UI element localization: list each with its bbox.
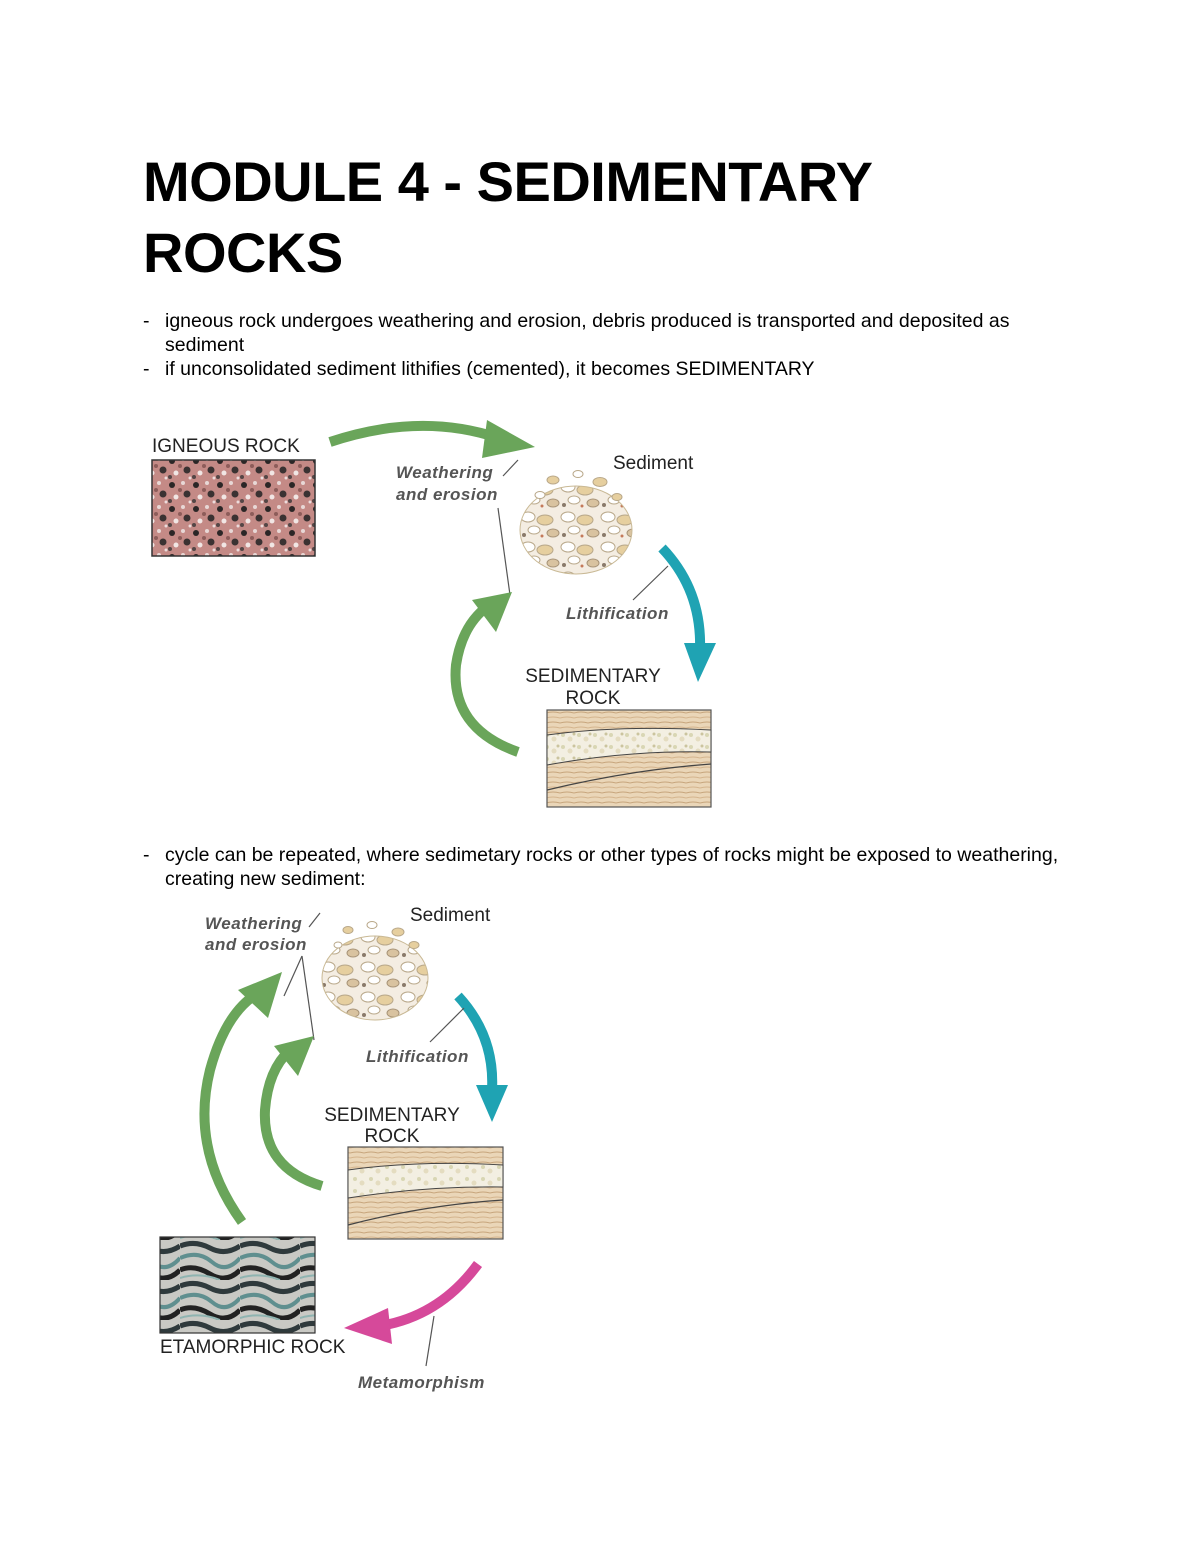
erosion-label: and erosion [396,485,498,504]
sediment-label: Sediment [410,905,491,926]
metamorphic-rock-label: ETAMORPHIC ROCK [160,1337,346,1358]
page-title: MODULE 4 - SEDIMENTARY ROCKS [143,150,872,284]
bullet-text: igneous rock undergoes weathering and er… [165,310,1010,356]
leader-line [308,912,321,928]
bullet-text: cycle can be repeated, where sedimetary … [165,844,1059,890]
sediment-pile [519,485,633,575]
sedimentary-rock-image [347,1146,504,1240]
weathering-label: Weathering [396,463,493,482]
metamorphism-label: Metamorphism [358,1373,485,1392]
lithification-label: Lithification [366,1047,469,1066]
weathering-arrow-inner [259,1046,324,1191]
weathering-arrow-top [328,421,500,447]
list-item: -cycle can be repeated, where sedimetary… [143,843,1083,891]
rock-cycle-figure-1: IGNEOUS ROCK Weathering and erosion Sedi… [151,420,716,808]
lithification-arrowhead [476,1085,508,1122]
list-item: -if unconsolidated sediment lithifies (c… [143,357,1083,381]
metamorphic-rock-image [159,1236,316,1334]
metamorphism-arrowhead [344,1308,392,1344]
leader-line [632,565,669,601]
bullet-marker: - [143,310,150,332]
leader-line [425,1315,435,1367]
sedimentary-rock-label: SEDIMENTARY [525,666,661,687]
metamorphism-arrow [379,1261,483,1331]
weathering-arrow-return [450,601,520,757]
sediment-pebbles [534,470,623,501]
weathering-arrow-outer [199,990,258,1225]
leader-line [301,955,315,1041]
bullet-marker: - [143,844,150,866]
lithification-arrowhead [684,643,716,682]
leader-line [502,459,519,477]
weathering-arrowhead-outer [238,972,282,1018]
leader-line [497,507,511,596]
erosion-label: and erosion [205,935,307,954]
lithification-arrow [658,544,706,651]
sedimentary-rock-label: SEDIMENTARY [324,1105,460,1126]
bullet-list-1: -igneous rock undergoes weathering and e… [143,309,1083,381]
bullet-list-2: -cycle can be repeated, where sedimetary… [143,843,1083,891]
leader-line [283,955,303,997]
lithification-arrow [454,992,498,1091]
sedimentary-rock-label-2: ROCK [566,688,621,709]
weathering-label: Weathering [205,914,302,933]
weathering-arrowhead-top [482,420,535,458]
weathering-arrowhead-return [472,592,512,632]
lithification-label: Lithification [566,604,669,623]
weathering-arrowhead-inner [274,1036,314,1076]
bullet-marker: - [143,358,150,380]
sediment-label: Sediment [613,453,694,474]
sedimentary-rock-image [546,709,712,808]
sediment-pebbles [333,921,420,949]
igneous-rock-image [151,459,316,557]
sedimentary-rock-label-2: ROCK [365,1126,420,1147]
list-item: -igneous rock undergoes weathering and e… [143,309,1083,357]
sediment-pile [321,935,429,1021]
igneous-rock-label: IGNEOUS ROCK [152,436,300,457]
bullet-text: if unconsolidated sediment lithifies (ce… [165,358,815,380]
rock-cycle-figure-2: Weathering and erosion Sediment Lithific… [159,905,508,1392]
leader-line [429,1007,465,1043]
